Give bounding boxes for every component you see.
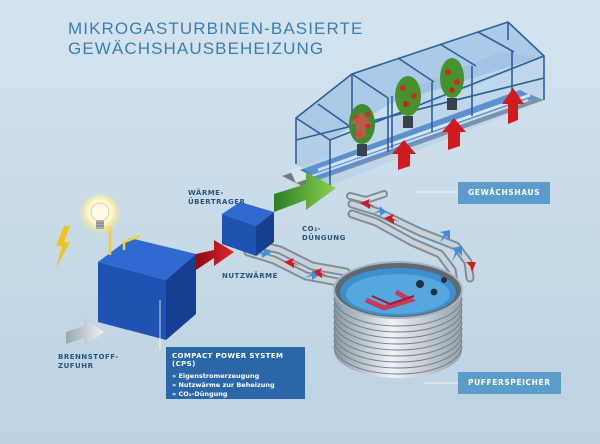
lightning-icon xyxy=(56,226,70,268)
cps-info-box: COMPACT POWER SYSTEM (CPS) » Eigenstrome… xyxy=(166,347,305,399)
co2-arrow xyxy=(274,172,336,212)
cps-heading: COMPACT POWER SYSTEM (CPS) xyxy=(172,352,284,368)
cps-feature-item: » CO₂-Düngung xyxy=(172,390,228,398)
title-line-2: GEWÄCHSHAUSBEHEIZUNG xyxy=(68,39,325,58)
label-heat-exchanger: WÄRME- ÜBERTRAGER xyxy=(188,189,245,207)
cps-unit xyxy=(95,224,196,340)
label-fuel-supply: BRENNSTOFF- ZUFUHR xyxy=(58,353,119,371)
light-bulb-icon xyxy=(80,194,120,234)
label-heat-exchanger-line-2: ÜBERTRAGER xyxy=(188,198,246,206)
heat-arrow xyxy=(196,240,234,270)
tag-buffer-tank: PUFFERSPEICHER xyxy=(458,372,561,394)
label-co2-line-2: DÜNGUNG xyxy=(302,234,346,242)
label-useful-heat: NUTZWÄRME xyxy=(222,272,278,280)
title-line-1: MIKROGASTURBINEN-BASIERTE xyxy=(68,19,364,38)
label-heat-exchanger-line-1: WÄRME- xyxy=(188,189,224,197)
pipe-network xyxy=(243,190,475,287)
cps-feature-item: » Nutzwärme zur Beheizung xyxy=(172,381,275,389)
fuel-inlet-arrow xyxy=(66,318,104,346)
label-fuel-line-1: BRENNSTOFF- xyxy=(58,353,119,361)
buffer-tank xyxy=(333,261,463,378)
cps-feature-item: » Eigenstromerzeugung xyxy=(172,372,260,380)
label-co2-fertilization: CO₂- DÜNGUNG xyxy=(302,225,346,243)
pipe-flow-arrows xyxy=(256,199,476,280)
diagram-title: MIKROGASTURBINEN-BASIERTE GEWÄCHSHAUSBEH… xyxy=(68,19,363,59)
greenhouse xyxy=(282,21,545,186)
tag-greenhouse: GEWÄCHSHAUS xyxy=(458,182,551,204)
greenhouse-heat-arrows xyxy=(350,88,524,170)
heat-exchanger-unit xyxy=(222,202,274,256)
cps-feature-list: » Eigenstromerzeugung » Nutzwärme zur Be… xyxy=(166,372,305,399)
label-fuel-line-2: ZUFUHR xyxy=(58,362,94,370)
label-co2-line-1: CO₂- xyxy=(302,225,322,233)
